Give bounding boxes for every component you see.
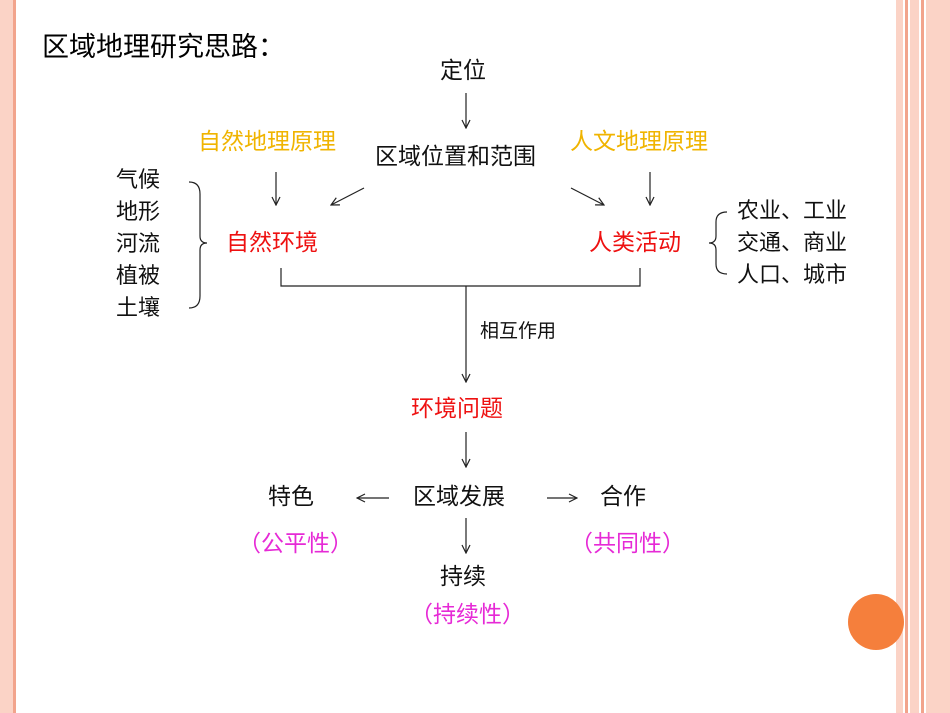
right-border-stripe: [910, 0, 919, 713]
right-border-stripe: [896, 0, 903, 713]
node-characteristics: 特色: [268, 484, 314, 510]
node-regional-development: 区域发展: [413, 484, 505, 510]
accent-circle: [848, 594, 904, 650]
human-factor-agriculture-industry: 农业、工业: [737, 199, 848, 224]
right-border-stripe: [921, 0, 924, 713]
arrow-scope-to-natural: [331, 187, 365, 205]
left-border-strip: [0, 0, 13, 713]
node-cooperation: 合作: [600, 484, 646, 510]
node-sustainability: 持续: [440, 564, 486, 590]
node-human-activities: 人类活动: [589, 230, 681, 256]
natural-factor-rivers: 河流: [116, 232, 161, 257]
page-title: 区域地理研究思路：: [42, 32, 285, 63]
human-factors-list: 农业、工业 交通、商业 人口、城市: [737, 196, 847, 292]
note-fairness: （公平性）: [238, 531, 353, 557]
node-physical-principles: 自然地理原理: [198, 129, 336, 155]
node-natural-environment: 自然环境: [226, 230, 318, 256]
natural-factor-soil: 土壤: [116, 296, 161, 321]
natural-factors-list: 气候 地形 河流 植被 土壤: [116, 165, 160, 325]
left-border-line: [13, 0, 16, 713]
right-border-stripe: [926, 0, 950, 713]
node-location-scope: 区域位置和范围: [375, 144, 536, 170]
natural-factor-climate: 气候: [116, 168, 161, 193]
note-commonality: （共同性）: [570, 531, 685, 557]
interaction-bracket: [280, 268, 641, 287]
node-positioning: 定位: [440, 58, 486, 84]
human-factors-brace: [708, 211, 728, 275]
note-sustainability: （持续性）: [410, 602, 525, 628]
natural-factors-brace: [188, 181, 208, 309]
node-human-principles: 人文地理原理: [570, 129, 708, 155]
human-factor-population-city: 人口、城市: [737, 263, 848, 288]
natural-factor-vegetation: 植被: [116, 264, 161, 289]
natural-factor-terrain: 地形: [116, 200, 161, 225]
right-border-stripe: [905, 0, 908, 713]
node-environmental-problems: 环境问题: [411, 396, 503, 422]
arrow-scope-to-human: [570, 187, 604, 205]
human-factor-transport-commerce: 交通、商业: [737, 231, 848, 256]
label-interaction: 相互作用: [480, 320, 557, 342]
